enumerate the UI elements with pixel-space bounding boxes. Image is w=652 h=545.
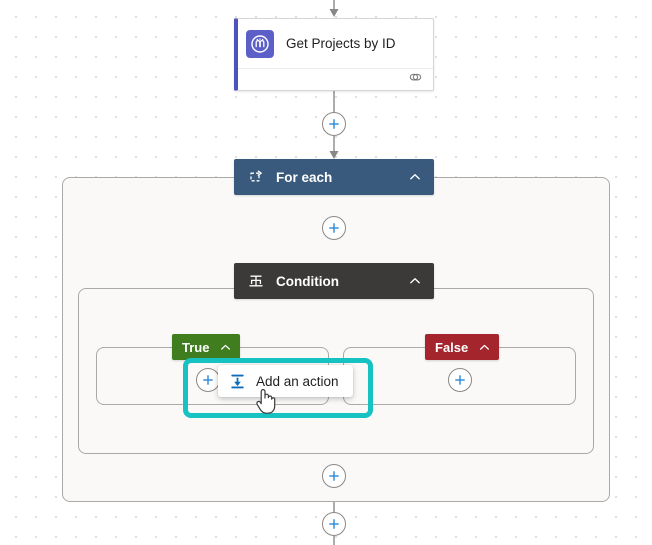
plus-icon xyxy=(329,519,339,529)
plus-icon xyxy=(329,119,339,129)
plus-icon xyxy=(455,375,465,385)
node-header-condition[interactable]: Condition xyxy=(234,263,434,299)
insert-action-icon xyxy=(228,372,246,390)
plus-icon xyxy=(329,223,339,233)
plus-foreach-end-button[interactable] xyxy=(322,464,346,488)
action-card-header: Get Projects by ID xyxy=(238,19,433,69)
add-an-action-label: Add an action xyxy=(256,373,339,389)
chevron-up-icon[interactable] xyxy=(219,341,232,354)
comments-icon[interactable] xyxy=(408,70,423,90)
chevron-up-icon[interactable] xyxy=(408,274,422,288)
branch-label-false[interactable]: False xyxy=(425,334,500,360)
node-label-condition: Condition xyxy=(276,273,339,289)
branch-label-false-text: False xyxy=(435,339,469,355)
chevron-up-icon[interactable] xyxy=(408,170,422,184)
plus-flow-end-button[interactable] xyxy=(322,512,346,536)
branch-label-true-text: True xyxy=(182,339,210,355)
plus-icon xyxy=(329,471,339,481)
monday-connector-icon xyxy=(246,29,274,58)
action-card-get-projects-by-id[interactable]: Get Projects by ID xyxy=(234,18,434,91)
chevron-up-icon[interactable] xyxy=(478,341,491,354)
branch-label-true[interactable]: True xyxy=(172,334,241,360)
plus-true-branch-button[interactable] xyxy=(196,368,220,392)
node-label-for-each: For each xyxy=(276,169,333,185)
plus-icon xyxy=(203,375,213,385)
loop-icon xyxy=(246,167,266,187)
action-card-title: Get Projects by ID xyxy=(286,36,396,51)
plus-in-foreach-button[interactable] xyxy=(322,216,346,240)
condition-branch-icon xyxy=(246,271,266,291)
add-an-action-flyout[interactable]: Add an action xyxy=(218,365,353,397)
plus-after-card-button[interactable] xyxy=(322,112,346,136)
plus-false-branch-button[interactable] xyxy=(448,368,472,392)
action-card-footer xyxy=(238,69,433,90)
node-header-for-each[interactable]: For each xyxy=(234,159,434,195)
